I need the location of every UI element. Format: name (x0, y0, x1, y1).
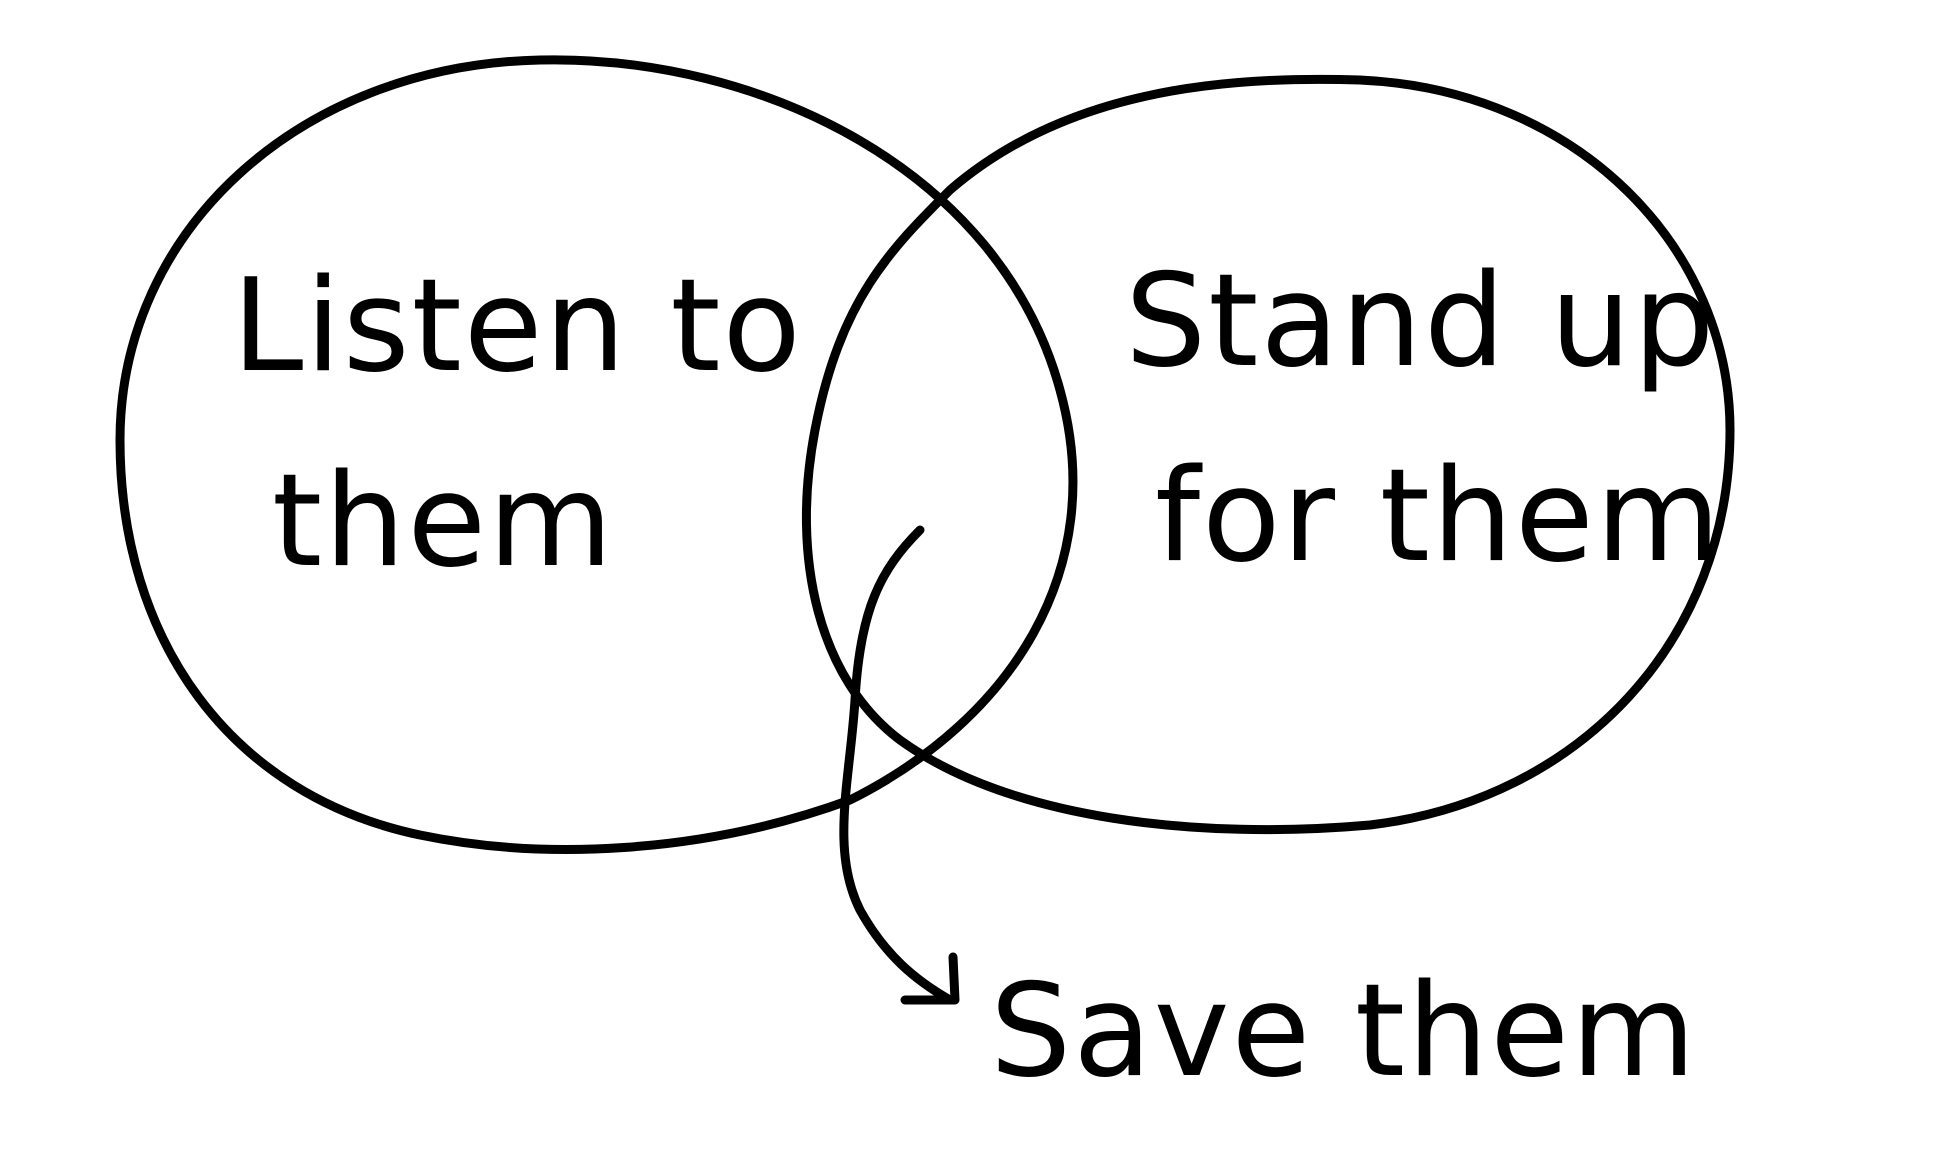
right-label-line-1: Stand up (1125, 247, 1716, 396)
right-circle (801, 74, 1735, 835)
intersection-arrow-line (839, 525, 955, 1005)
left-label-line-2: them (272, 447, 615, 596)
right-label-line-2: for them (1155, 442, 1722, 591)
left-label-line-1: Listen to (232, 252, 803, 401)
intersection-arrow-head (900, 952, 960, 1005)
left-circle (115, 55, 1078, 854)
intersection-label: Save them (990, 957, 1698, 1106)
